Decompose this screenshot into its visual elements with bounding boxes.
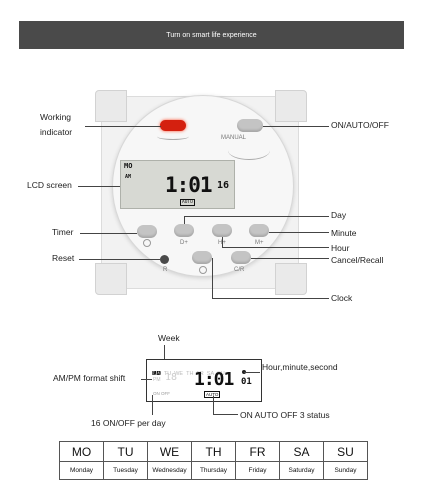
mount-ear-top-left (95, 90, 127, 122)
leader-line-clock-drop (212, 258, 213, 298)
ampm-shift-label: AM/PM format shift (53, 373, 126, 383)
weekday-name-cell: Saturday (279, 461, 324, 480)
mount-ear-bottom-right (275, 263, 307, 295)
leader-line-timer (80, 233, 137, 234)
leader-line-day-drop (184, 216, 185, 224)
lcd-day-mo: MO (152, 371, 161, 377)
lcd-day-tu: TU (163, 371, 172, 377)
lcd-day-fr: FR (196, 371, 204, 377)
leader-line-reset (79, 259, 160, 260)
working-indicator-label-1: Working (40, 112, 72, 122)
minute-label: Minute (331, 228, 357, 238)
banner: Turn on smart life experience (19, 21, 404, 49)
timer-label: Timer (52, 227, 74, 237)
leader-line-lcd (78, 186, 120, 187)
weekday-abbr-cell: WE (147, 441, 192, 462)
clock-button[interactable] (192, 251, 212, 264)
manual-arc (228, 141, 270, 160)
leader-line-clock (212, 298, 329, 299)
leader-line-ampm (141, 379, 152, 380)
leader-line-hour (222, 247, 329, 248)
day-label: Day (331, 210, 347, 220)
reset-label: Reset (52, 253, 75, 263)
clock-icon (199, 266, 207, 274)
lcd-seconds: 16 (217, 180, 230, 191)
leader-line-hour-drop (222, 237, 223, 247)
lcd-mode: AUTO (180, 199, 195, 206)
working-indicator-led (160, 120, 186, 131)
leader-line-cancel (251, 258, 329, 259)
lcd2-on-off: ON OFF (153, 391, 170, 396)
weekday-name-cell: Monday (59, 461, 104, 480)
weekday-name-row: Monday Tuesday Wednesday Thursday Friday… (59, 461, 368, 480)
weekday-abbr-cell: FR (235, 441, 280, 462)
status-label: ON AUTO OFF 3 status (240, 410, 330, 420)
lcd2-seconds: 01 (241, 377, 252, 387)
weekday-abbr-cell: TH (191, 441, 236, 462)
minute-button[interactable] (249, 224, 269, 237)
weekday-name-cell: Sunday (323, 461, 368, 480)
lcd-day: MO (124, 162, 133, 170)
hour-button[interactable] (212, 224, 232, 237)
hour-button-label: H+ (218, 240, 226, 246)
working-indicator-label-2: indicator (40, 127, 73, 137)
lcd2-am: AM (153, 371, 161, 377)
leader-line-status-drop (213, 396, 214, 414)
lcd-day-su: SU (217, 371, 225, 377)
leader-line-minute (269, 232, 329, 233)
leader-line-on-auto-off (263, 126, 329, 127)
day-button[interactable] (174, 224, 194, 237)
leader-line-status (213, 414, 238, 415)
weekday-abbr-cell: MO (59, 441, 104, 462)
lcd2-pm: PM (153, 377, 161, 383)
cancel-recall-label: C/R (234, 267, 245, 273)
cancel-recall-button[interactable] (231, 251, 251, 264)
lcd-day-th: TH (186, 371, 194, 377)
on-auto-off-label: ON/AUTO/OFF (331, 120, 389, 130)
lcd-day-we: WE (174, 371, 184, 377)
weekday-table: MO TU WE TH FR SA SU Monday Tuesday Wedn… (59, 441, 368, 480)
reset-button[interactable] (160, 255, 169, 264)
lcd-day-sa: SA (206, 371, 215, 377)
leader-line-onoff (152, 395, 153, 415)
indicator-arc (157, 133, 189, 140)
weekday-name-cell: Friday (235, 461, 280, 480)
lcd2-ghost-digits: 18 (165, 372, 178, 383)
minute-button-label: M+ (255, 240, 264, 246)
weekday-abbr-cell: TU (103, 441, 148, 462)
lcd-screen: MO AM 1:01 16 AUTO (120, 160, 235, 209)
week-label: Week (158, 333, 180, 343)
mount-ear-bottom-left (95, 263, 127, 295)
onoff-per-day-label: 16 ON/OFF per day (91, 418, 166, 428)
on-auto-off-button[interactable] (237, 119, 263, 132)
reset-button-label: R (163, 267, 168, 273)
leader-line-hms (244, 372, 260, 373)
weekday-name-cell: Wednesday (147, 461, 192, 480)
timer-clock-icon (143, 239, 151, 247)
leader-line-day (184, 216, 329, 217)
weekday-name-cell: Tuesday (103, 461, 148, 480)
hour-label: Hour (331, 243, 350, 253)
lcd2-mode: AUTO (204, 391, 221, 398)
mount-ear-top-right (275, 90, 307, 122)
timer-button[interactable] (137, 225, 157, 238)
banner-text: Turn on smart life experience (166, 31, 257, 39)
weekday-abbr-row: MO TU WE TH FR SA SU (59, 441, 368, 462)
leader-line-working (85, 126, 161, 127)
lcd-time: 1:01 (165, 173, 213, 197)
cancel-recall-text: Cancel/Recall (331, 255, 384, 265)
lcd2-time: 1:01 (194, 369, 234, 390)
clock-label: Clock (331, 293, 353, 303)
weekday-name-cell: Thursday (191, 461, 236, 480)
lcd-ampm: AM (125, 174, 132, 180)
hms-label: Hour,minute,second (262, 362, 338, 372)
leader-line-week (164, 345, 165, 361)
weekday-abbr-cell: SA (279, 441, 324, 462)
lcd-screen-label: LCD screen (27, 180, 72, 190)
weekday-abbr-cell: SU (323, 441, 368, 462)
manual-label: MANUAL (221, 135, 247, 141)
day-button-label: D+ (180, 240, 188, 246)
